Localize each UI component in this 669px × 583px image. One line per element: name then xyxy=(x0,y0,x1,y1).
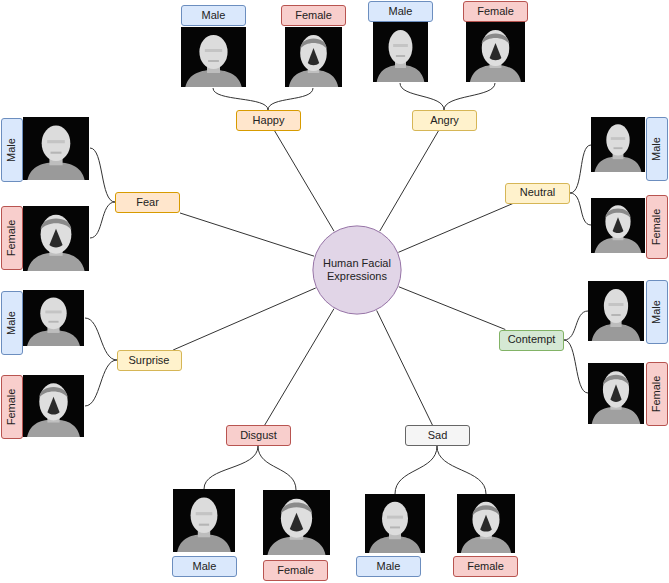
box-label: Surprise xyxy=(129,354,170,367)
emotion-box: Surprise xyxy=(117,350,182,371)
gender-label: Female xyxy=(463,1,528,22)
box-label: Male xyxy=(650,300,663,324)
gender-label: Male xyxy=(1,291,23,355)
connector-stroke xyxy=(377,310,433,425)
emotion-box: Neutral xyxy=(505,183,570,204)
box-label: Male xyxy=(5,138,18,162)
emotion-box: Angry xyxy=(412,110,477,131)
box-label: Male xyxy=(377,560,401,573)
box-label: Male xyxy=(650,137,663,161)
connector-line xyxy=(265,309,334,425)
box-label: Female xyxy=(467,560,504,573)
gender-label: Male xyxy=(646,280,668,344)
box-label: Female xyxy=(477,5,514,18)
connector-stroke xyxy=(173,288,316,350)
gender-label: Female xyxy=(1,375,23,439)
box-label: Male xyxy=(202,9,226,22)
box-label: Female xyxy=(5,220,18,257)
emotion-box: Disgust xyxy=(226,425,291,446)
gender-label: Male xyxy=(1,118,23,182)
box-label: Neutral xyxy=(520,186,555,199)
gender-label: Male xyxy=(181,5,246,26)
box-label: Female xyxy=(650,209,663,246)
box-label: Male xyxy=(389,5,413,18)
connector-stroke xyxy=(399,287,506,330)
connector-stroke xyxy=(265,309,334,425)
box-label: Fear xyxy=(136,196,159,209)
bracket-curves xyxy=(85,83,591,494)
connector-stroke xyxy=(275,131,334,231)
connector-line xyxy=(180,213,314,256)
emotion-box: Contempt xyxy=(499,330,564,351)
connector-line xyxy=(399,287,506,330)
box-label: Female xyxy=(650,376,663,413)
connector-line xyxy=(377,310,433,425)
box-label: Female xyxy=(5,389,18,426)
gender-label: Female xyxy=(263,560,328,581)
gender-label: Male xyxy=(368,1,433,22)
box-label: Angry xyxy=(430,114,459,127)
emotion-box: Fear xyxy=(115,192,180,213)
box-label: Male xyxy=(5,311,18,335)
emotion-box: Happy xyxy=(236,110,301,131)
connector-stroke xyxy=(380,131,439,231)
connector-line xyxy=(380,131,439,231)
gender-label: Female xyxy=(646,195,668,259)
gender-label: Female xyxy=(646,362,668,426)
box-label: Female xyxy=(277,564,314,577)
box-label: Happy xyxy=(253,114,285,127)
gender-label: Female xyxy=(1,206,23,270)
box-label: Male xyxy=(193,560,217,573)
center-circle: Human Facial Expressions xyxy=(312,225,402,315)
gender-label: Female xyxy=(281,5,346,26)
gender-label: Male xyxy=(356,556,421,577)
box-label: Female xyxy=(295,9,332,22)
connector-stroke xyxy=(398,204,512,253)
box-label: Disgust xyxy=(240,429,277,442)
emotion-box: Sad xyxy=(405,425,470,446)
gender-label: Female xyxy=(453,556,518,577)
connector-line xyxy=(398,204,512,253)
box-label: Sad xyxy=(428,429,448,442)
connector-line xyxy=(275,131,334,231)
gender-label: Male xyxy=(646,117,668,181)
connector-stroke xyxy=(180,213,314,256)
center-label: Human Facial Expressions xyxy=(322,257,392,283)
gender-label: Male xyxy=(172,556,237,577)
connector-line xyxy=(173,288,316,350)
face-images xyxy=(23,22,645,555)
box-label: Contempt xyxy=(508,333,556,346)
